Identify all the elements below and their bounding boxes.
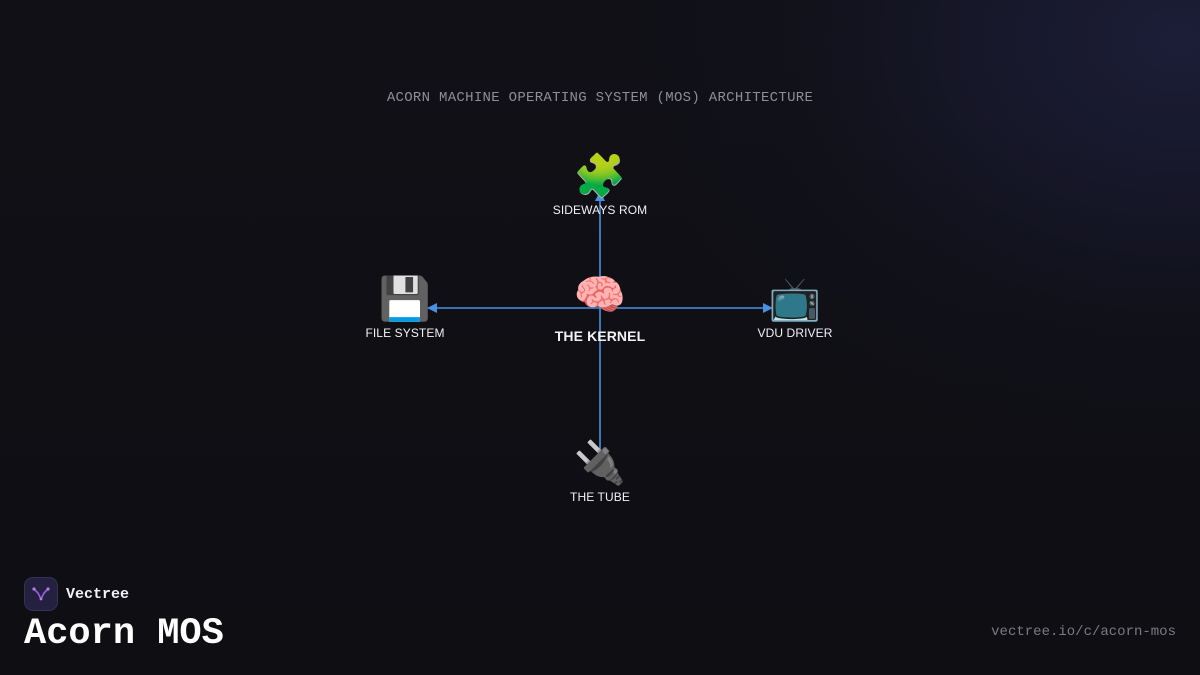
vectree-logo-icon xyxy=(24,577,58,611)
node-label-vdu-driver: VDU DRIVER xyxy=(757,326,833,340)
node-the-kernel: 🧠 THE KERNEL xyxy=(554,271,646,345)
brain-icon: 🧠 xyxy=(573,271,627,318)
node-vdu-driver: 📺 VDU DRIVER xyxy=(757,275,833,341)
node-sideways-rom: 🧩 SIDEWAYS ROM xyxy=(552,152,648,218)
electric-plug-icon: 🔌 xyxy=(573,439,627,486)
node-the-tube: 🔌 THE TUBE xyxy=(570,439,630,505)
puzzle-piece-icon: 🧩 xyxy=(573,152,627,199)
node-label-file-system: FILE SYSTEM xyxy=(365,326,445,340)
floppy-disk-icon: 💾 xyxy=(378,275,432,322)
television-icon: 📺 xyxy=(768,275,822,322)
node-label-the-tube: THE TUBE xyxy=(570,490,630,504)
page-url-link[interactable]: vectree.io/c/acorn-mos xyxy=(991,624,1176,640)
brand[interactable]: Vectree xyxy=(24,577,129,611)
page-title: Acorn MOS xyxy=(24,613,224,655)
node-label-the-kernel: THE KERNEL xyxy=(554,328,646,344)
node-file-system: 💾 FILE SYSTEM xyxy=(365,275,445,341)
brand-name: Vectree xyxy=(66,585,130,603)
node-label-sideways-rom: SIDEWAYS ROM xyxy=(552,203,648,217)
diagram-title: ACORN MACHINE OPERATING SYSTEM (MOS) ARC… xyxy=(386,90,814,106)
